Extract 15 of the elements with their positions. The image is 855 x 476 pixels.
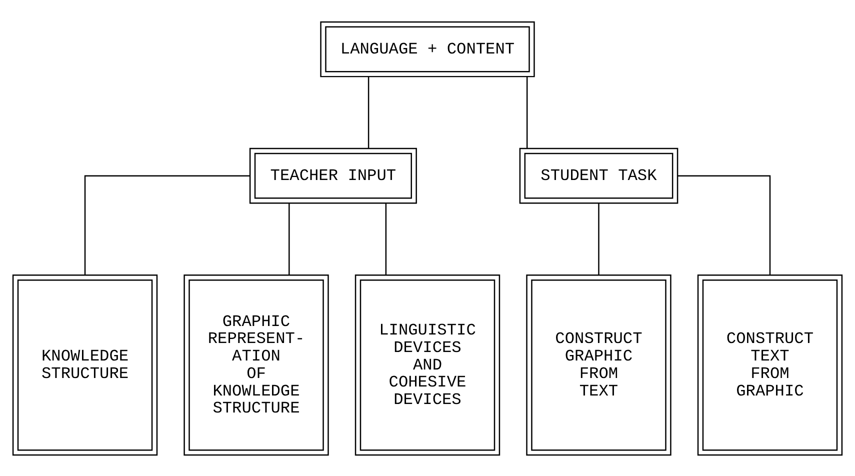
node-box: TEACHER INPUT: [249, 147, 417, 204]
node-box: STUDENT TASK: [519, 147, 678, 204]
connector: [526, 76, 528, 148]
connector: [288, 202, 290, 275]
node-box: KNOWLEDGE STRUCTURE: [12, 274, 158, 456]
connector: [84, 174, 250, 274]
connector: [385, 202, 387, 275]
node-box: LANGUAGE + CONTENT: [320, 20, 535, 77]
connector: [368, 76, 370, 148]
connector: [598, 202, 600, 275]
node-box: GRAPHIC REPRESENT- ATION OF KNOWLEDGE STRUCTURE: [184, 274, 329, 456]
node-box: CONSTRUCT TEXT FROM GRAPHIC: [697, 274, 843, 456]
node-box: CONSTRUCT GRAPHIC FROM TEXT: [526, 274, 672, 456]
node-box: LINGUISTIC DEVICES AND COHESIVE DEVICES: [354, 274, 500, 456]
connector: [678, 174, 771, 274]
